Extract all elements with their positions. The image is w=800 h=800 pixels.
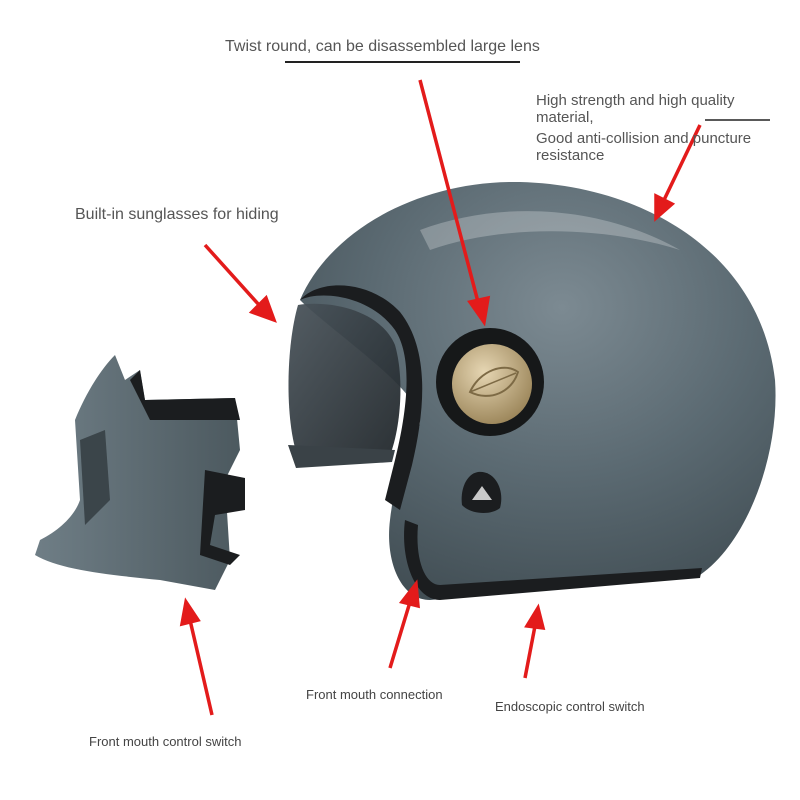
helmet-bottom-trim xyxy=(404,520,702,600)
jaw-vent xyxy=(80,430,110,525)
anti-collision-label: Good anti-collision and puncture resista… xyxy=(536,130,752,164)
jaw-connector xyxy=(200,470,245,565)
shell-highlight xyxy=(420,211,680,250)
material-label: High strength and high quality material, xyxy=(536,92,735,126)
front-mouth-control-label: Front mouth control switch xyxy=(89,734,242,749)
lens-knob xyxy=(452,344,532,424)
sun-visor-lip xyxy=(288,445,395,468)
sun-visor xyxy=(288,303,401,462)
sunglasses-label: Built-in sunglasses for hiding xyxy=(75,206,279,223)
leaf-icon xyxy=(468,366,520,397)
jaw-inner-trim xyxy=(130,370,240,420)
lens-label: Twist round, can be disassembled large l… xyxy=(225,38,540,55)
annotation-arrows xyxy=(179,79,702,716)
front-mouth-connection-label: Front mouth connection xyxy=(306,687,443,702)
endoscopic-switch-label: Endoscopic control switch xyxy=(495,699,645,714)
